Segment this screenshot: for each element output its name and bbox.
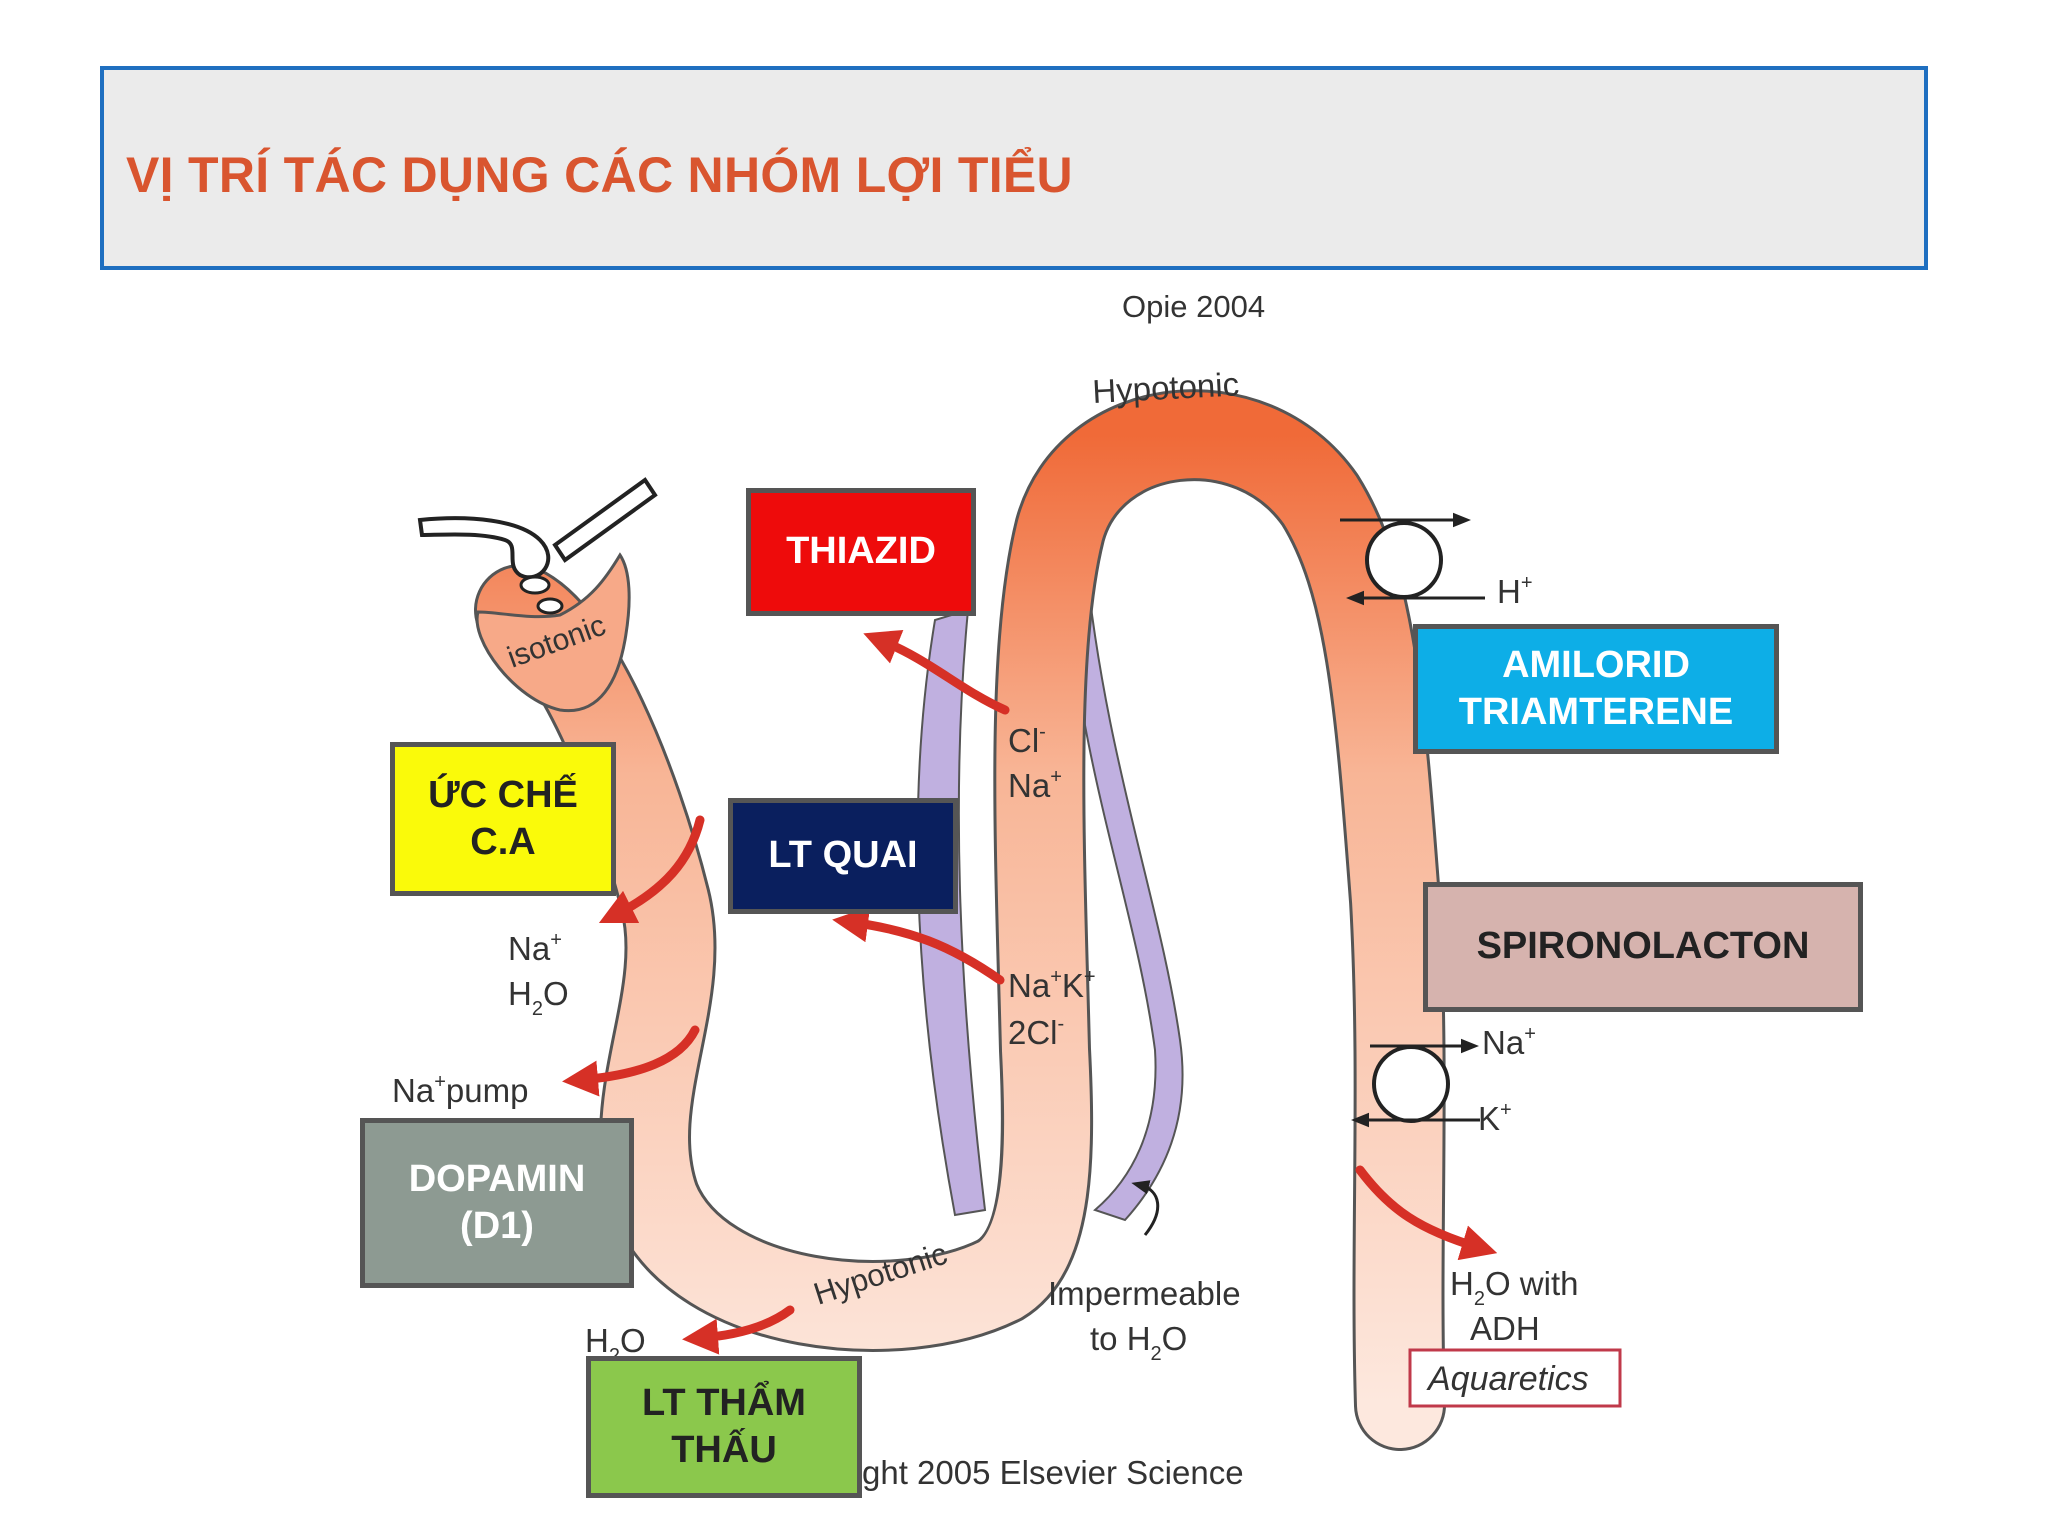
label-k-plus-right: K+ <box>1478 1099 1512 1137</box>
glomerulus-vessel-2 <box>552 477 658 563</box>
arrow-lt-quai <box>832 906 1005 985</box>
bowman-capsule <box>475 552 631 713</box>
credit-top: Opie 2004 <box>1122 289 1265 324</box>
h-exchanger <box>1365 521 1443 599</box>
na-k-exchanger <box>1372 1045 1450 1123</box>
arrow-h2o-adh <box>1355 1165 1498 1261</box>
box-label-line: LT THẨM <box>642 1381 806 1424</box>
glomerulus-vessel <box>417 516 551 580</box>
box-thiazid: THIAZID <box>746 488 976 616</box>
label-h2o-adh: H2O with <box>1450 1265 1579 1310</box>
aquaretics-box <box>1408 1348 1622 1408</box>
box-label-line: LT QUAI <box>768 834 918 877</box>
box-label-line: SPIRONOLACTON <box>1476 925 1810 968</box>
arrow-uc-che <box>598 815 705 924</box>
box-lt-quai: LT QUAI <box>728 798 958 914</box>
label-na-pump: Na+pump <box>392 1071 528 1109</box>
box-label-line: AMILORID <box>1502 643 1690 686</box>
label-to-h2o: to H2O <box>1090 1320 1187 1365</box>
box-label-line: ỨC CHẾ <box>428 773 578 816</box>
label-hypotonic-top: Hypotonic <box>1091 365 1239 410</box>
label-h2o-left: H2O <box>508 975 569 1020</box>
title-banner: VỊ TRÍ TÁC DỤNG CÁC NHÓM LỢI TIỂU <box>100 66 1928 270</box>
arrow-na-pump <box>562 1025 700 1097</box>
label-h-plus: H+ <box>1497 572 1533 610</box>
label-na-plus-right: Na+ <box>1482 1023 1536 1061</box>
box-label-line: THIAZID <box>786 530 936 573</box>
label-2cl: 2Cl- <box>1008 1013 1064 1051</box>
arrow-thiazid <box>863 629 1010 715</box>
box-label-line: DOPAMIN <box>408 1157 586 1200</box>
box-label-line: THẤU <box>671 1429 777 1471</box>
box-label-line: C.A <box>470 821 536 863</box>
box-uc-che-ca: ỨC CHẾ C.A <box>390 742 616 896</box>
label-adh: ADH <box>1470 1310 1540 1347</box>
label-na-reabsorb: Na+ <box>508 929 562 967</box>
nephron-tubule <box>477 392 1443 1448</box>
purple-layer-right <box>1063 553 1184 1222</box>
label-na-thiazid: Na+ <box>1008 766 1062 804</box>
label-cl: Cl- <box>1008 721 1046 759</box>
box-dopamin: DOPAMIN (D1) <box>360 1118 634 1288</box>
box-spironolacton: SPIRONOLACTON <box>1423 882 1863 1012</box>
page-title: VỊ TRÍ TÁC DỤNG CÁC NHÓM LỢI TIỂU <box>126 147 1073 203</box>
arrow-h2o-bottom <box>682 1305 795 1355</box>
red-arrows <box>562 629 1498 1355</box>
label-impermeable: Impermeable <box>1048 1275 1241 1312</box>
credit-bottom: ght 2005 Elsevier Science <box>862 1454 1244 1491</box>
box-amilorid-triamterene: AMILORID TRIAMTERENE <box>1413 624 1779 754</box>
box-label-line: TRIAMTERENE <box>1458 691 1734 733</box>
impermeable-arrow <box>1131 1180 1160 1236</box>
label-nak: Na+K+ <box>1008 966 1096 1004</box>
box-label-line: (D1) <box>460 1205 534 1247</box>
label-aquaretics: Aquaretics <box>1426 1360 1589 1398</box>
box-lt-tham-thau: LT THẨM THẤU <box>586 1356 862 1498</box>
